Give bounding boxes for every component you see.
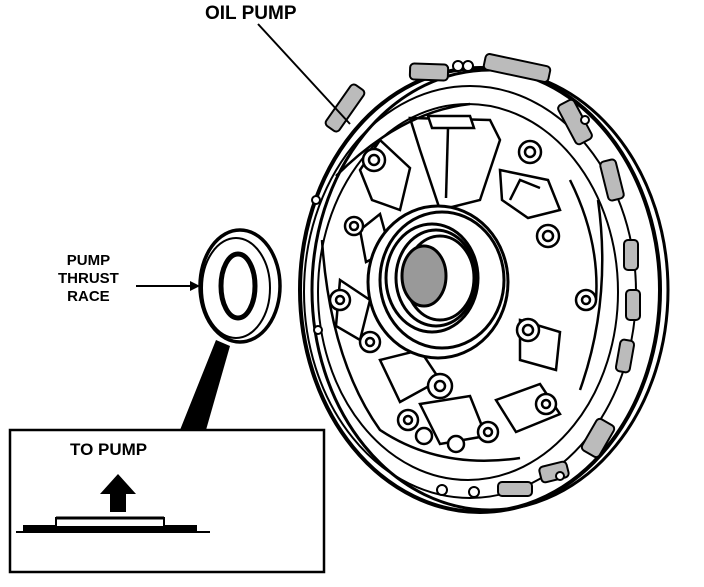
race-cross-section xyxy=(16,516,210,533)
thrust-race-leader-arrow xyxy=(190,281,200,291)
label-line-pump: PUMP xyxy=(66,252,111,269)
rim-slots xyxy=(324,53,641,497)
hub-bore xyxy=(400,244,448,308)
detail-callout-wedge xyxy=(180,340,230,430)
oil-pump-label: OIL PUMP xyxy=(205,3,297,24)
label-line-race: RACE xyxy=(67,288,110,305)
pump-thrust-race-label: PUMP THRUST RACE xyxy=(58,252,119,306)
oil-pump-assembly xyxy=(298,53,670,514)
detail-box xyxy=(8,428,326,574)
thrust-race xyxy=(198,228,282,344)
direction-arrow xyxy=(100,474,136,512)
to-pump-label: TO PUMP xyxy=(70,440,148,459)
rim-holes xyxy=(311,60,590,498)
label-line-thrust: THRUST xyxy=(58,270,119,287)
bolt-holes xyxy=(328,139,598,454)
oil-pump-leader xyxy=(257,23,351,125)
pump-hub xyxy=(366,204,510,360)
